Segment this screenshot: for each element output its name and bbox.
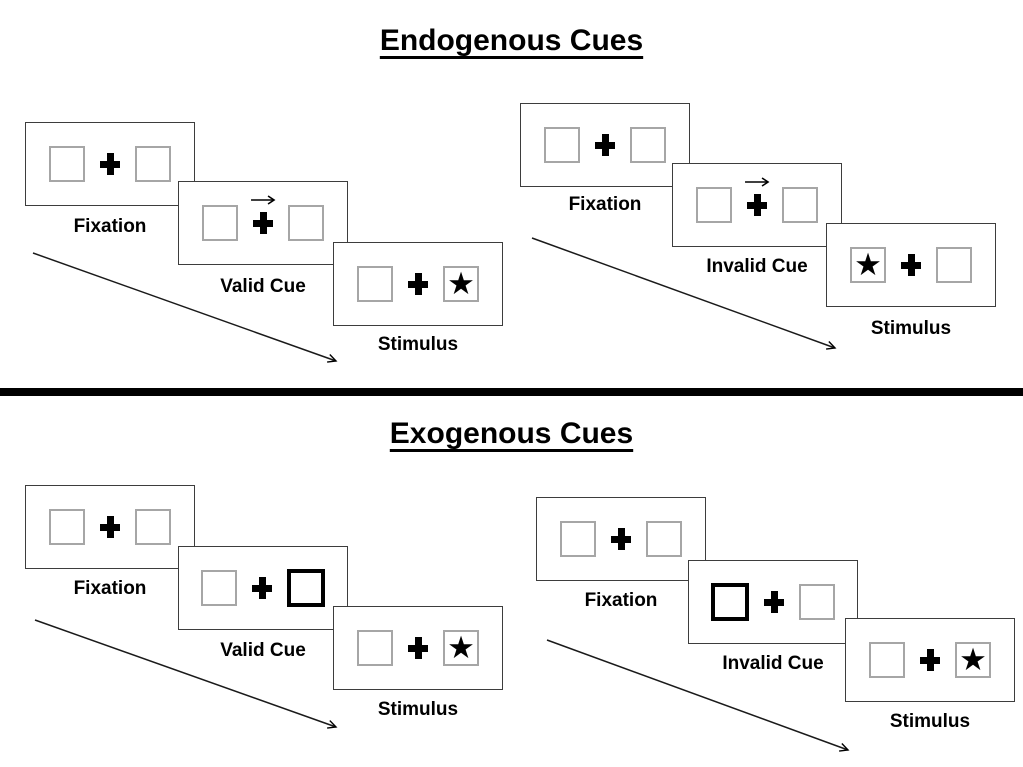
target-box-right: ★ (443, 266, 479, 302)
exogenous-invalid-stimulus-frame: ★ (845, 618, 1015, 702)
placeholder-box-right (630, 127, 666, 163)
placeholder-box-left (696, 187, 732, 223)
frame-label-fixation: Fixation (73, 216, 147, 237)
fixation-cross-icon (252, 577, 272, 599)
target-box-right: ★ (955, 642, 991, 678)
placeholder-box-right (288, 205, 324, 241)
cue-arrow-right-icon (745, 177, 770, 187)
frame-label-invalid-cue: Invalid Cue (722, 653, 824, 674)
endogenous-invalid-cue-frame (672, 163, 842, 247)
placeholder-box-right (135, 146, 171, 182)
placeholder-box-right (782, 187, 818, 223)
frame-label-valid-cue: Valid Cue (220, 640, 306, 661)
star-target-icon: ★ (447, 265, 475, 301)
target-box-left: ★ (850, 247, 886, 283)
endogenous-title-text: Endogenous Cues (379, 24, 644, 57)
exogenous-invalid-cue-frame (688, 560, 858, 644)
section-divider-line (0, 388, 1023, 396)
frame-label-fixation: Fixation (73, 578, 147, 599)
highlighted-cue-box-right (287, 569, 325, 607)
timeline-arrow-exogenous-valid (34, 619, 338, 729)
placeholder-box-left (544, 127, 580, 163)
placeholder-box-right (646, 521, 682, 557)
placeholder-box-right (936, 247, 972, 283)
placeholder-box-left (201, 570, 237, 606)
placeholder-box-left (869, 642, 905, 678)
star-target-icon: ★ (959, 641, 987, 677)
endogenous-invalid-fixation-frame (520, 103, 690, 187)
placeholder-box-left (357, 266, 393, 302)
cue-arrow-right-icon (251, 195, 276, 205)
placeholder-box-left (560, 521, 596, 557)
target-box-right: ★ (443, 630, 479, 666)
exogenous-valid-stimulus-frame: ★ (333, 606, 503, 690)
frame-label-stimulus: Stimulus (870, 318, 952, 339)
placeholder-box-right (799, 584, 835, 620)
highlighted-cue-box-left (711, 583, 749, 621)
frame-label-stimulus: Stimulus (377, 699, 459, 720)
frame-label-fixation: Fixation (568, 194, 642, 215)
fixation-cross-icon (100, 516, 120, 538)
frame-label-stimulus: Stimulus (889, 711, 971, 732)
fixation-cross-icon (920, 649, 940, 671)
frame-label-invalid-cue: Invalid Cue (706, 256, 808, 277)
exogenous-valid-cue-frame (178, 546, 348, 630)
endogenous-section-title: Endogenous Cues (0, 24, 1023, 57)
fixation-cross-icon (100, 153, 120, 175)
fixation-cross-icon (901, 254, 921, 276)
placeholder-box-right (135, 509, 171, 545)
fixation-cross-icon (408, 637, 428, 659)
fixation-cross-icon (408, 273, 428, 295)
fixation-cross-icon (595, 134, 615, 156)
endogenous-valid-stimulus-frame: ★ (333, 242, 503, 326)
fixation-cross-icon (745, 177, 770, 216)
exogenous-invalid-fixation-frame (536, 497, 706, 581)
placeholder-box-left (49, 146, 85, 182)
star-target-icon: ★ (447, 629, 475, 665)
frame-label-fixation: Fixation (584, 590, 658, 611)
exogenous-section-title: Exogenous Cues (0, 417, 1023, 450)
timeline-arrow-endogenous-invalid (531, 237, 837, 350)
star-target-icon: ★ (854, 246, 882, 282)
placeholder-box-left (49, 509, 85, 545)
fixation-cross-icon (251, 195, 276, 234)
endogenous-invalid-stimulus-frame: ★ (826, 223, 996, 307)
exogenous-valid-fixation-frame (25, 485, 195, 569)
fixation-cross-icon (611, 528, 631, 550)
frame-label-stimulus: Stimulus (377, 334, 459, 355)
endogenous-valid-fixation-frame (25, 122, 195, 206)
placeholder-box-left (202, 205, 238, 241)
endogenous-valid-cue-frame (178, 181, 348, 265)
timeline-arrow-endogenous-valid (32, 252, 338, 363)
timeline-arrow-exogenous-invalid (546, 639, 850, 752)
fixation-cross-icon (764, 591, 784, 613)
frame-label-valid-cue: Valid Cue (220, 276, 306, 297)
exogenous-title-text: Exogenous Cues (389, 417, 634, 450)
placeholder-box-left (357, 630, 393, 666)
